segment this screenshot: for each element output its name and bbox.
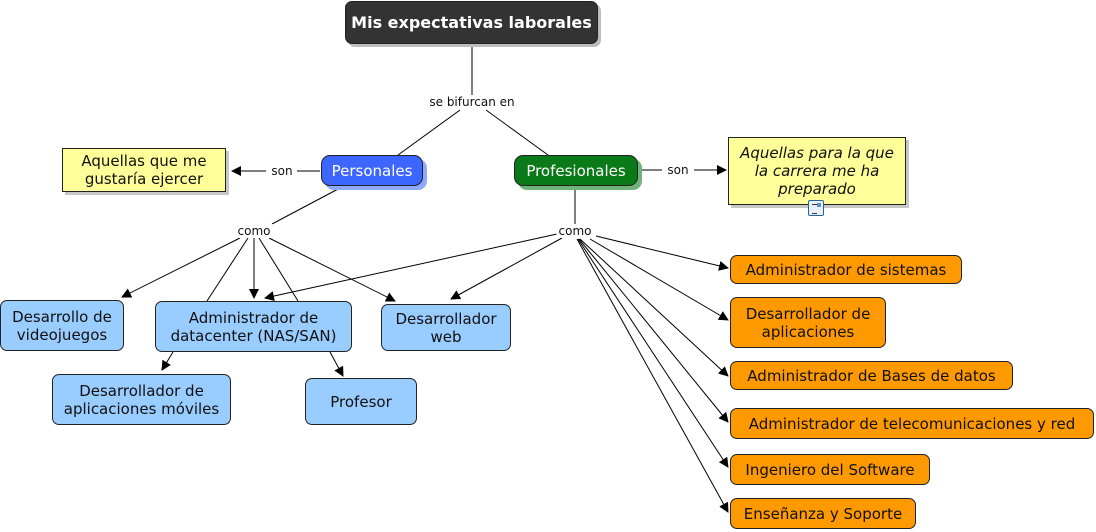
concept-profesionales[interactable]: Profesionales — [514, 155, 638, 186]
root-concept[interactable]: Mis expectativas laborales — [345, 1, 598, 44]
edge-como-bases — [579, 238, 729, 377]
edge-link-profesionales — [485, 109, 549, 156]
concept-desarrollador-moviles[interactable]: Desarrollador de aplicaciones móviles — [52, 374, 231, 425]
note-personales[interactable]: Aquellas que me gustaría ejercer — [62, 148, 226, 192]
concept-administrador-sistemas[interactable]: Administrador de sistemas — [730, 255, 962, 284]
edge-como-software — [577, 238, 729, 468]
edge-como-ensenanza — [576, 238, 729, 513]
concept-ensenanza-soporte[interactable]: Enseñanza y Soporte — [730, 498, 916, 529]
edge-como-datacenter-prof — [264, 233, 558, 301]
concept-profesor[interactable]: Profesor — [305, 378, 417, 425]
link-son-personales: son — [269, 164, 295, 178]
edge-link-personales — [397, 109, 461, 156]
link-como-profesionales: como — [556, 224, 594, 238]
edge-datacenter-moviles — [161, 351, 174, 371]
edge-como-telecom — [578, 238, 729, 423]
concept-ingeniero-software[interactable]: Ingeniero del Software — [730, 454, 930, 485]
concept-administrador-datacenter[interactable]: Administrador de datacenter (NAS/SAN) — [155, 301, 352, 352]
concept-personales[interactable]: Personales — [321, 155, 423, 186]
link-se-bifurcan-en: se bifurcan en — [427, 95, 517, 109]
concept-desarrollo-videojuegos[interactable]: Desarrollo de videojuegos — [0, 300, 124, 351]
edge-datacenter-profesor — [329, 351, 344, 377]
link-son-profesionales: son — [665, 163, 691, 177]
link-como-personales: como — [235, 224, 273, 238]
edge-como-web — [268, 237, 396, 302]
edge-personales-como — [271, 187, 341, 225]
edge-como-datacenter-a — [206, 237, 249, 302]
concept-administrador-telecom[interactable]: Administrador de telecomunicaciones y re… — [730, 408, 1094, 439]
concept-administrador-bases-datos[interactable]: Administrador de Bases de datos — [730, 361, 1013, 390]
concept-desarrollador-web[interactable]: Desarrollador web — [381, 304, 511, 351]
concept-desarrollador-aplicaciones[interactable]: Desarrollador de aplicaciones — [730, 297, 886, 348]
edge-como-videojuegos — [121, 237, 241, 298]
note-profesionales[interactable]: Aquellas para la que la carrera me ha pr… — [728, 137, 906, 205]
edge-como-web-prof — [450, 237, 563, 300]
edge-como-datacenter-c — [258, 237, 299, 302]
edge-como-sistemas — [595, 235, 729, 271]
edge-como-aplicaciones — [589, 238, 729, 321]
document-icon[interactable] — [808, 200, 824, 216]
